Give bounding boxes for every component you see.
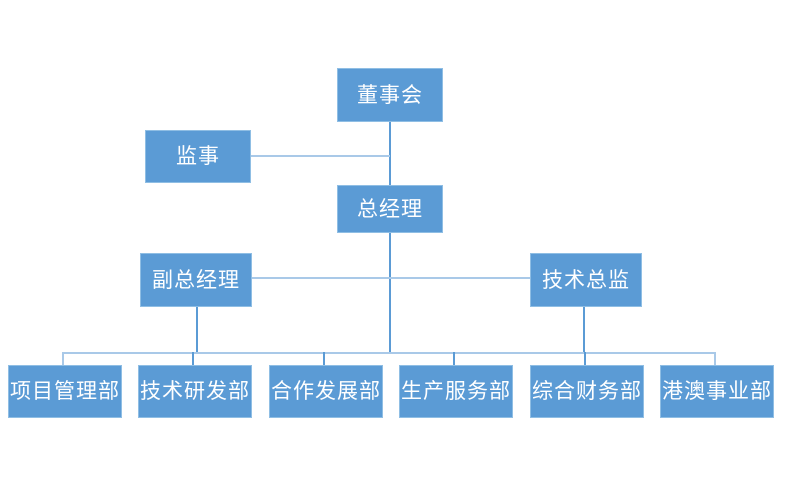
node-deputy-general-manager[interactable]: 副总经理 bbox=[140, 253, 252, 307]
connector-department-drop-1 bbox=[62, 352, 64, 365]
node-department-6-label: 港澳事业部 bbox=[662, 380, 772, 403]
connector-department-drop-3 bbox=[323, 352, 325, 365]
connector-department-drop-6 bbox=[714, 352, 716, 365]
node-department-4[interactable]: 生产服务部 bbox=[399, 365, 513, 418]
node-general-manager[interactable]: 总经理 bbox=[337, 185, 443, 233]
node-department-6[interactable]: 港澳事业部 bbox=[660, 365, 774, 418]
node-technical-director[interactable]: 技术总监 bbox=[530, 253, 642, 307]
node-supervisor[interactable]: 监事 bbox=[145, 130, 251, 183]
connector-supervisor-to-trunk bbox=[250, 155, 390, 157]
connector-board-to-general-manager bbox=[389, 122, 391, 185]
connector-department-drop-4 bbox=[453, 352, 455, 365]
connector-level2-bus-right bbox=[390, 277, 530, 279]
node-department-3[interactable]: 合作发展部 bbox=[269, 365, 383, 418]
node-department-1-label: 项目管理部 bbox=[10, 380, 120, 403]
node-board-label: 董事会 bbox=[357, 83, 423, 107]
connector-technical-director-drop bbox=[583, 306, 585, 354]
connector-department-drop-5 bbox=[584, 352, 586, 365]
node-department-4-label: 生产服务部 bbox=[401, 380, 511, 403]
connector-general-manager-trunk bbox=[389, 232, 391, 354]
connector-department-bus bbox=[62, 352, 716, 354]
node-department-5[interactable]: 综合财务部 bbox=[530, 365, 644, 418]
node-department-3-label: 合作发展部 bbox=[271, 380, 381, 403]
node-board[interactable]: 董事会 bbox=[337, 68, 443, 122]
node-department-2[interactable]: 技术研发部 bbox=[138, 365, 252, 418]
connector-level2-bus-left bbox=[250, 277, 390, 279]
node-supervisor-label: 监事 bbox=[176, 145, 220, 168]
node-department-2-label: 技术研发部 bbox=[140, 380, 250, 403]
connector-deputy-gm-drop bbox=[196, 306, 198, 354]
node-deputy-general-manager-label: 副总经理 bbox=[152, 268, 240, 292]
connector-department-drop-2 bbox=[192, 352, 194, 365]
node-technical-director-label: 技术总监 bbox=[542, 268, 630, 292]
node-general-manager-label: 总经理 bbox=[357, 197, 423, 221]
node-department-5-label: 综合财务部 bbox=[532, 380, 642, 403]
node-department-1[interactable]: 项目管理部 bbox=[8, 365, 122, 418]
